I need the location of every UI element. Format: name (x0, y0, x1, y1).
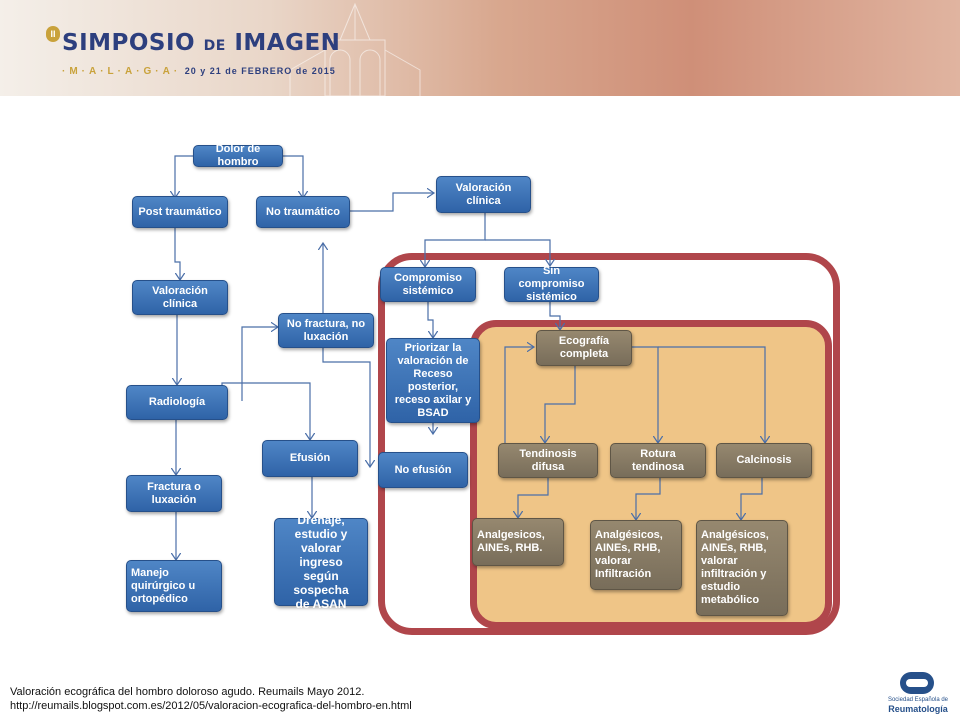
edition-badge: II (46, 26, 60, 42)
node-valoracion-clinica-top: Valoración clínica (436, 176, 531, 213)
node-dolor-de-hombro: Dolor de hombro (193, 143, 283, 168)
header-banner: II SIMPOSIO DE IMAGEN ·M·A·L·A·G·A· 20 y… (0, 0, 960, 96)
node-no-traumatico: No traumático (256, 196, 350, 228)
society-logo: Sociedad Española de Reumatología (886, 672, 950, 716)
caption-url[interactable]: http://reumails.blogspot.com.es/2012/05/… (10, 700, 412, 712)
node-rotura-tendinosa: Rotura tendinosa (610, 443, 706, 478)
node-tendinosis-difusa: Tendinosis difusa (498, 443, 598, 478)
node-efusion: Efusión (262, 440, 358, 477)
node-valoracion-clinica-left: Valoración clínica (132, 280, 228, 315)
node-drenaje-estudio: Drenaje, estudio y valorar ingreso según… (274, 513, 368, 611)
building-sketch-icon (289, 2, 421, 96)
event-subtitle: ·M·A·L·A·G·A· 20 y 21 de FEBRERO de 2015 (62, 66, 336, 77)
node-priorizar-valoracion: Priorizar la valoración de Receso poster… (386, 338, 480, 423)
node-tratamiento-rotura: Analgésicos, AINEs, RHB, valorar Infiltr… (590, 520, 682, 590)
node-tratamiento-tendinosis: Analgesicos, AINEs, RHB. (472, 518, 564, 566)
node-sin-compromiso-sistemico: Sin compromiso sistémico (504, 265, 599, 303)
node-compromiso-sistemico: Compromiso sistémico (380, 267, 476, 302)
source-caption: Valoración ecográfica del hombro doloros… (10, 685, 412, 713)
highlight-frame-outer (378, 253, 840, 635)
node-radiologia: Radiología (126, 385, 228, 420)
event-title: SIMPOSIO DE IMAGEN (62, 30, 341, 56)
node-post-traumatico: Post traumático (132, 196, 228, 228)
node-fractura-luxacion: Fractura o luxación (126, 475, 222, 512)
node-no-efusion: No efusión (378, 452, 468, 488)
node-calcinosis: Calcinosis (716, 443, 812, 478)
society-logo-icon (900, 672, 934, 694)
node-tratamiento-calcinosis: Analgésicos, AINEs, RHB, valorar infiltr… (696, 520, 788, 616)
caption-citation: Valoración ecográfica del hombro doloros… (10, 686, 365, 698)
node-manejo-quirurgico: Manejo quirúrgico u ortopédico (126, 560, 222, 612)
node-no-fractura: No fractura, no luxación (278, 313, 374, 348)
node-ecografia-completa: Ecografía completa (536, 330, 632, 366)
